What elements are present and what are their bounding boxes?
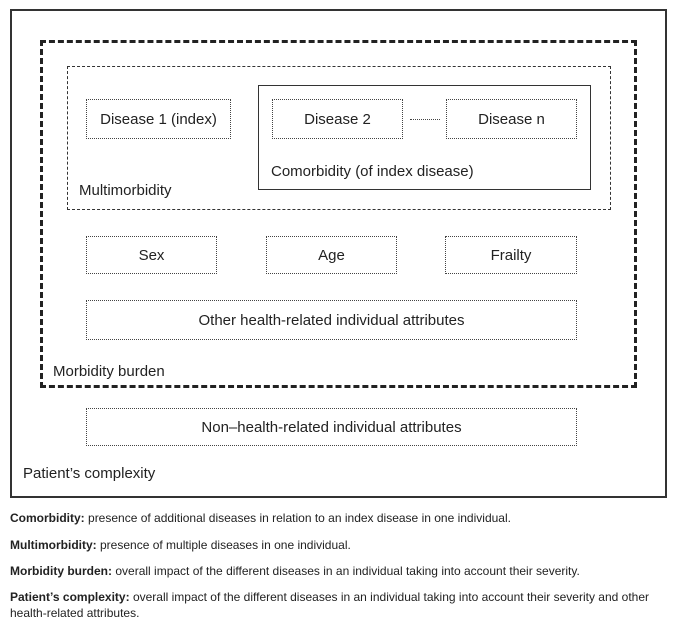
legend-definition: overall impact of the different diseases… xyxy=(115,564,580,578)
multimorbidity-label: Multimorbidity xyxy=(79,182,172,199)
other-health-attributes-box: Other health-related individual attribut… xyxy=(86,300,577,340)
legend-definition: presence of multiple diseases in one ind… xyxy=(100,538,351,552)
legend-term: Patient’s complexity: xyxy=(10,590,130,604)
legend-multimorbidity: Multimorbidity: presence of multiple dis… xyxy=(10,537,672,553)
age-box: Age xyxy=(266,236,397,274)
legend-definition: overall impact of the different diseases… xyxy=(10,590,650,620)
patient-complexity-label: Patient’s complexity xyxy=(23,465,156,482)
disease-2-box: Disease 2 xyxy=(272,99,403,139)
morbidity-burden-frame xyxy=(40,40,637,388)
legend-patient-complexity: Patient’s complexity: overall impact of … xyxy=(10,589,672,621)
comorbidity-frame xyxy=(258,85,591,190)
ellipsis-connector xyxy=(410,119,440,120)
comorbidity-label: Comorbidity (of index disease) xyxy=(271,163,474,180)
legend-term: Comorbidity: xyxy=(10,511,85,525)
legend-term: Multimorbidity: xyxy=(10,538,97,552)
legend-definition: presence of additional diseases in relat… xyxy=(88,511,511,525)
frailty-box: Frailty xyxy=(445,236,577,274)
non-health-attributes-box: Non–health-related individual attributes xyxy=(86,408,577,446)
patient-complexity-frame xyxy=(10,9,667,498)
disease-n-box: Disease n xyxy=(446,99,577,139)
multimorbidity-frame xyxy=(67,66,611,210)
legend-term: Morbidity burden: xyxy=(10,564,112,578)
morbidity-burden-label: Morbidity burden xyxy=(53,363,165,380)
legend-morbidity-burden: Morbidity burden: overall impact of the … xyxy=(10,563,672,579)
legend-comorbidity: Comorbidity: presence of additional dise… xyxy=(10,510,672,526)
sex-box: Sex xyxy=(86,236,217,274)
disease-1-box: Disease 1 (index) xyxy=(86,99,231,139)
